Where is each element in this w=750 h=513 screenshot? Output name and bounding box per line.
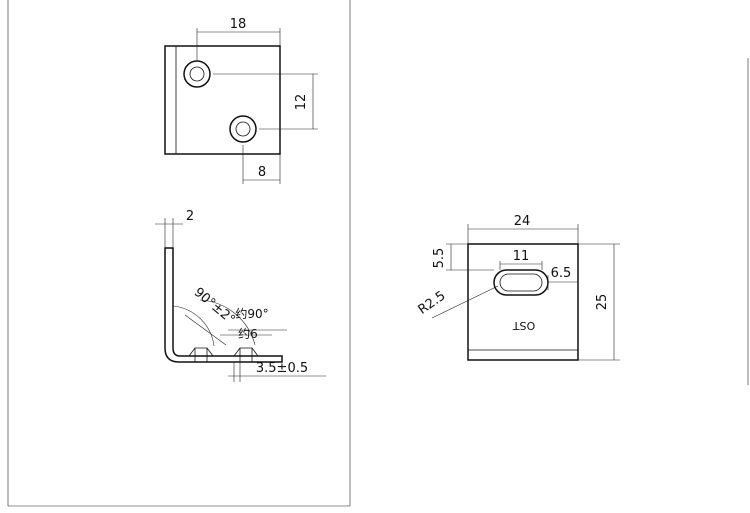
dimension-thickness: 2: [155, 209, 194, 248]
bracket-profile: [164, 247, 283, 363]
part-marking: OST: [513, 319, 536, 332]
dimension-bend-angle-label: 90°±2°: [191, 285, 238, 328]
dimension-approx-angle-label: 约90°: [235, 306, 268, 321]
dimension-width: 24: [467, 214, 579, 244]
dimension-hole-gap-label: 3.5±0.5: [256, 361, 308, 376]
plate-outline: [467, 243, 579, 361]
dimension-slot-length: 11: [499, 249, 543, 270]
dimension-width: 18: [196, 17, 281, 60]
hole-lower: [229, 115, 257, 143]
dimension-hole-spacing-label: 12: [294, 94, 309, 111]
dimension-slot-top-label: 5.5: [432, 248, 447, 269]
dimension-thickness-label: 2: [186, 209, 194, 224]
dimension-approx-width-label: 约6: [238, 326, 258, 341]
hole-upper: [183, 60, 211, 88]
dimension-width-label: 18: [230, 17, 247, 32]
angle-arcs: [172, 299, 287, 347]
front-view: 24 25 5.5 11 6.5: [416, 214, 620, 361]
dimension-slot-length-label: 11: [513, 249, 530, 264]
dimension-hole-offset-label: 8: [258, 165, 266, 180]
dimension-hole-offset: 8: [242, 145, 281, 184]
dimension-slot-top: 5.5: [432, 243, 494, 271]
dimension-hole-spacing: 12: [213, 73, 318, 130]
dimension-height: 25: [578, 243, 620, 361]
top-view: 18 12 8: [164, 17, 318, 184]
dimension-slot-radius: R2.5: [416, 285, 499, 319]
dimension-slot-right-label: 6.5: [551, 266, 572, 281]
dimension-width-label: 24: [514, 214, 531, 229]
hole-section-right: [233, 347, 259, 362]
dimension-hole-gap: 3.5±0.5: [228, 361, 326, 382]
page-frame: [7, 0, 749, 507]
dimension-height-label: 25: [595, 294, 610, 311]
hole-section-left: [188, 347, 214, 362]
dimension-slot-right: 6.5: [547, 266, 578, 290]
slot: [493, 269, 549, 296]
dimension-slot-radius-label: R2.5: [416, 288, 449, 317]
plate-outline: [164, 45, 281, 155]
side-view: 2 90°±2° 约90° 约6 3.5±0.5: [155, 209, 326, 382]
